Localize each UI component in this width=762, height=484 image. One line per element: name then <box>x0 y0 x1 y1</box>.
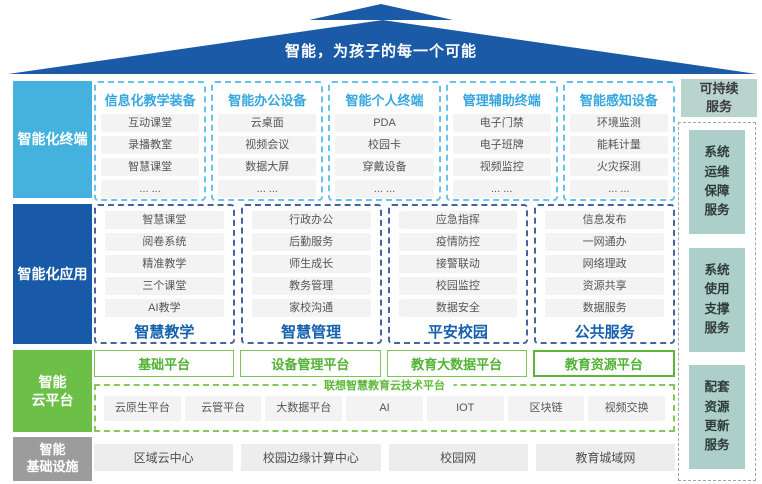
terminal-item: 校园卡 <box>335 136 434 154</box>
cloud-tech-platform-box: 联想智慧教育云技术平台 云原生平台 云管平台 大数据平台 AI IOT 区块链 … <box>94 377 675 432</box>
application-group-smart-management: 行政办公 后勤服务 师生成长 教务管理 家校沟通 智慧管理 <box>240 204 382 344</box>
sidebar-item-applications: 智能化应用 <box>13 204 92 344</box>
sidebar-item-infrastructure: 智能 基础设施 <box>13 437 92 481</box>
terminal-group-management-terminals: 管理辅助终端 电子门禁 电子班牌 视频监控 ... ... <box>445 81 558 201</box>
service-system-ops-guarantee: 系统 运维 保障 服务 <box>689 130 745 234</box>
application-item: AI教学 <box>105 299 224 317</box>
terminal-item: 录播教室 <box>101 136 200 154</box>
application-item: 信息发布 <box>545 211 664 229</box>
application-item: 接警联动 <box>398 255 518 273</box>
service-system-usage-support: 系统 使用 支撑 服务 <box>689 247 745 352</box>
terminal-group-teaching-equipment: 信息化教学装备 互动课堂 录播教室 智慧课堂 ... ... <box>94 81 207 201</box>
platform-education-bigdata: 教育大数据平台 <box>386 350 527 377</box>
application-item: 校园监控 <box>398 277 518 295</box>
sidebar-item-terminals: 智能化终端 <box>13 81 92 198</box>
application-item: 一网通办 <box>545 233 664 251</box>
application-item: 家校沟通 <box>251 299 371 317</box>
application-item: 行政办公 <box>251 211 371 229</box>
sustainable-services-header: 可持续 服务 <box>681 79 757 117</box>
terminal-group-office-devices: 智能办公设备 云桌面 视频会议 数据大屏 ... ... <box>211 81 324 201</box>
terminal-item-ellipsis: ... ... <box>452 180 551 198</box>
terminal-group-title: 智能办公设备 <box>228 93 307 108</box>
application-item: 师生成长 <box>251 255 371 273</box>
application-item: 后勤服务 <box>251 233 371 251</box>
application-item: 数据安全 <box>398 299 518 317</box>
sidebar-item-cloud-platform: 智能 云平台 <box>13 350 92 432</box>
cloud-tech-platform-title: 联想智慧教育云技术平台 <box>316 377 453 393</box>
application-item: 阅卷系统 <box>105 233 224 251</box>
application-group-label: 智慧管理 <box>281 324 342 341</box>
roof-slogan: 智能，为孩子的每一个可能 <box>284 43 477 60</box>
application-item: 智慧课堂 <box>105 211 224 229</box>
platform-education-resources: 教育资源平台 <box>532 350 675 377</box>
terminal-item: PDA <box>335 114 434 132</box>
terminal-item: 数据大屏 <box>218 158 317 176</box>
application-item: 应急指挥 <box>398 211 518 229</box>
cloud-platforms-row: 基础平台 设备管理平台 教育大数据平台 教育资源平台 <box>94 350 675 377</box>
application-item: 三个课堂 <box>105 277 224 295</box>
application-item: 资源共享 <box>545 277 664 295</box>
cloud-tech-items: 云原生平台 云管平台 大数据平台 AI IOT 区块链 视频交换 <box>96 386 673 421</box>
infra-regional-cloud-center: 区域云中心 <box>94 444 234 471</box>
terminal-item: 穿戴设备 <box>335 158 434 176</box>
terminal-group-personal-terminals: 智能个人终端 PDA 校园卡 穿戴设备 ... ... <box>328 81 441 201</box>
infra-education-man: 教育城域网 <box>535 444 675 471</box>
terminal-group-title: 智能感知设备 <box>579 93 658 108</box>
terminal-item-ellipsis: ... ... <box>218 180 317 198</box>
application-item: 精准教学 <box>105 255 224 273</box>
terminal-item: 云桌面 <box>218 114 317 132</box>
infra-campus-edge-computing-center: 校园边缘计算中心 <box>241 444 381 471</box>
application-item: 疫情防控 <box>398 233 518 251</box>
terminal-item: 火灾探测 <box>569 158 669 176</box>
terminal-item: 电子门禁 <box>452 114 551 132</box>
application-group-label: 智慧教学 <box>134 324 195 341</box>
application-group-safe-campus: 应急指挥 疫情防控 接警联动 校园监控 数据安全 平安校园 <box>387 204 529 344</box>
terminal-group-title: 智能个人终端 <box>345 93 424 108</box>
terminal-group-title: 管理辅助终端 <box>462 93 541 108</box>
tech-item: 云原生平台 <box>104 396 181 421</box>
sustainable-services-box: 系统 运维 保障 服务 系统 使用 支撑 服务 配套 资源 更新 服务 <box>678 122 756 481</box>
application-group-smart-teaching: 智慧课堂 阅卷系统 精准教学 三个课堂 AI教学 智慧教学 <box>94 204 235 344</box>
tech-item: IOT <box>426 396 504 421</box>
tech-item: AI <box>346 396 423 421</box>
infrastructure-row: 区域云中心 校园边缘计算中心 校园网 教育城域网 <box>94 444 675 471</box>
terminal-item: 视频会议 <box>218 136 317 154</box>
infra-campus-network: 校园网 <box>388 444 528 471</box>
terminals-row: 信息化教学装备 互动课堂 录播教室 智慧课堂 ... ... 智能办公设备 云桌… <box>94 81 676 201</box>
terminal-item-ellipsis: ... ... <box>101 180 200 198</box>
platform-basic: 基础平台 <box>94 350 235 377</box>
terminal-item: 智慧课堂 <box>101 158 200 176</box>
tech-item: 区块链 <box>507 396 585 421</box>
terminal-item: 视频监控 <box>452 158 551 176</box>
terminal-item: 环境监测 <box>569 114 669 132</box>
application-group-label: 平安校园 <box>427 324 488 341</box>
application-group-public-services: 信息发布 一网通办 网络理政 资源共享 数据服务 公共服务 <box>534 204 675 344</box>
terminal-group-sensing-devices: 智能感知设备 环境监测 能耗计量 火灾探测 ... ... <box>562 81 676 201</box>
application-item: 数据服务 <box>545 299 664 317</box>
roof-peak-triangle <box>309 4 453 20</box>
terminal-item: 能耗计量 <box>569 136 669 154</box>
service-resource-update: 配套 资源 更新 服务 <box>689 365 745 469</box>
tech-item: 大数据平台 <box>265 396 343 421</box>
tech-item: 云管平台 <box>184 396 262 421</box>
platform-device-management: 设备管理平台 <box>240 350 381 377</box>
terminal-item-ellipsis: ... ... <box>335 180 434 198</box>
application-group-label: 公共服务 <box>574 324 635 341</box>
application-item: 网络理政 <box>545 255 664 273</box>
tech-item: 视频交换 <box>588 396 666 421</box>
application-item: 教务管理 <box>251 277 371 295</box>
terminal-item: 互动课堂 <box>101 114 200 132</box>
terminal-item: 电子班牌 <box>452 136 551 154</box>
terminal-item-ellipsis: ... ... <box>569 180 669 198</box>
applications-row: 智慧课堂 阅卷系统 精准教学 三个课堂 AI教学 智慧教学 行政办公 后勤服务 … <box>94 204 675 344</box>
terminal-group-title: 信息化教学装备 <box>104 93 196 108</box>
